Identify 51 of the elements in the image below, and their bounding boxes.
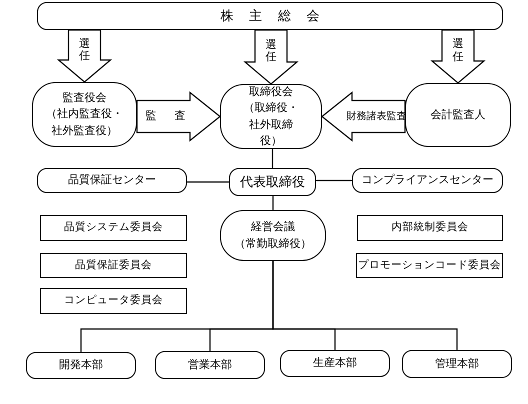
box-title: 内部統制委員会: [390, 220, 470, 236]
block-arrow: [136, 91, 221, 142]
box-title: 品質保証委員会: [74, 258, 153, 273]
committee-box: [357, 215, 503, 241]
connector-line: [187, 181, 229, 183]
rounded-box: [280, 350, 390, 377]
box-title: 営業本部: [187, 358, 233, 373]
committee-box: [40, 288, 187, 314]
box-subtitle: （社内監査役・社外監査役）: [45, 107, 124, 139]
box-title: コンピュータ委員会: [63, 293, 164, 308]
rounded-box: [220, 210, 326, 261]
box-title: 代表取締役: [239, 173, 306, 192]
box-title: 取締役会: [248, 84, 294, 100]
rounded-box: [402, 350, 512, 378]
connector-line: [272, 261, 458, 350]
committee-box: [356, 253, 503, 278]
connector-line: [316, 180, 352, 182]
rounded-box: [405, 83, 511, 147]
edge-label: 選任: [452, 38, 464, 63]
box-title: 会計監査人: [430, 108, 486, 123]
block-arrow: [321, 91, 406, 142]
rounded-box: [229, 168, 316, 196]
connector-line: [272, 149, 274, 168]
rounded-box: [37, 168, 187, 193]
box-subtitle: （常勤取締役）: [234, 236, 312, 252]
box-title: コンプライアンスセンター: [360, 172, 494, 188]
box-title: 品質システム委員会: [63, 220, 164, 236]
box-title: 品質保証センター: [67, 173, 157, 188]
box-subtitle: （取締役・社外取締役）: [242, 100, 300, 149]
box-title: 経営会議: [250, 220, 296, 235]
edge-label: 選任: [266, 38, 276, 64]
box-title: プロモーションコード委員会: [357, 258, 502, 273]
committee-box: [40, 215, 187, 241]
block-arrow: [243, 29, 299, 85]
block-arrow: [56, 29, 112, 83]
connector-line: [272, 196, 274, 210]
box-title: 生産本部: [312, 356, 358, 372]
rounded-box: [26, 352, 136, 379]
rounded-box: [37, 2, 503, 30]
box-title: 開発本部: [58, 358, 104, 374]
edge-label: 選任: [79, 38, 90, 62]
committee-box: [40, 253, 187, 278]
rounded-box: [32, 82, 137, 147]
block-arrow: [430, 29, 486, 84]
edge-label: 監査: [144, 109, 203, 124]
box-title: 株主総会: [220, 7, 336, 26]
box-title: 管理本部: [434, 356, 480, 372]
rounded-box: [155, 351, 265, 379]
rounded-box: [352, 168, 503, 193]
rounded-box: [220, 84, 322, 149]
box-title: 監査役会: [62, 90, 108, 106]
